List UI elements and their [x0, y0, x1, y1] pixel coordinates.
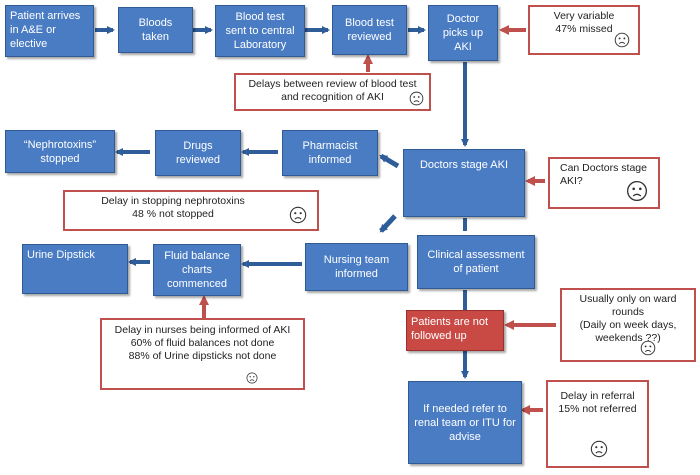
doctors-stage-box: Doctors stage AKI — [403, 149, 525, 217]
nephrotoxins-stopped-box: “Nephrotoxins” stopped — [5, 130, 115, 173]
blood-test-reviewed-box: Blood test reviewed — [332, 5, 407, 55]
patients-not-followed-label: Patients are not followed up — [411, 316, 489, 342]
patients-not-followed-box: Patients are not followed up — [406, 310, 504, 351]
refer-renal-box: If needed refer to renal team or ITU for… — [408, 381, 522, 464]
delay-nephrotoxins-text: Delay in stopping nephrotoxins 48 % not … — [101, 195, 245, 220]
clinical-assessment-box: Clinical assessment of patient — [417, 235, 535, 289]
sad-face-icon — [409, 91, 424, 106]
bloods-taken-label: Bloods taken — [138, 17, 173, 43]
drugs-reviewed-label: Drugs reviewed — [175, 140, 221, 166]
urine-dipstick-box: Urine Dipstick — [22, 244, 128, 294]
nursing-team-label: Nursing team informed — [323, 254, 390, 280]
patient-arrives-label: Patient arrives in A&E or elective — [10, 10, 81, 50]
can-doctors-stage-text: Can Doctors stage AKI? — [560, 162, 647, 187]
delay-nurses-note: Delay in nurses being informed of AKI 60… — [100, 318, 305, 390]
arrow-stage-to-nursing — [379, 214, 397, 233]
delay-referral-text: Delay in referral 15% not referred — [558, 390, 637, 415]
clinical-assessment-label: Clinical assessment of patient — [427, 249, 525, 275]
delays-review-text: Delays between review of blood test and … — [248, 78, 417, 103]
very-variable-note: Very variable 47% missed — [528, 5, 640, 55]
nursing-team-box: Nursing team informed — [305, 243, 408, 291]
delays-review-note: Delays between review of blood test and … — [234, 73, 431, 111]
fluid-balance-box: Fluid balance charts commenced — [153, 244, 241, 296]
doctors-stage-label: Doctors stage AKI — [419, 159, 509, 171]
arrow-stage-to-pharmacist — [379, 153, 400, 169]
sad-face-icon — [626, 180, 648, 202]
doctor-picks-up-label: Doctor picks up AKI — [442, 13, 484, 53]
refer-renal-label: If needed refer to renal team or ITU for… — [414, 402, 516, 443]
pharmacist-informed-label: Pharmacist informed — [302, 140, 358, 166]
sad-face-icon — [640, 340, 656, 356]
urine-dipstick-label: Urine Dipstick — [27, 249, 95, 261]
sad-face-icon — [590, 440, 608, 458]
blood-test-sent-label: Blood test sent to central Laboratory — [225, 11, 295, 51]
bloods-taken-box: Bloods taken — [118, 7, 193, 53]
sad-face-icon — [614, 32, 630, 48]
sad-face-icon — [289, 206, 307, 224]
delay-referral-note: Delay in referral 15% not referred — [546, 380, 649, 468]
can-doctors-stage-note: Can Doctors stage AKI? — [548, 157, 660, 209]
delay-nephrotoxins-note: Delay in stopping nephrotoxins 48 % not … — [63, 190, 319, 231]
ward-rounds-text: Usually only on ward rounds (Daily on we… — [579, 293, 677, 344]
fluid-balance-label: Fluid balance charts commenced — [164, 250, 230, 290]
drugs-reviewed-box: Drugs reviewed — [155, 130, 241, 176]
ward-rounds-note: Usually only on ward rounds (Daily on we… — [560, 288, 696, 362]
very-variable-text: Very variable 47% missed — [553, 10, 615, 35]
delay-nurses-text: Delay in nurses being informed of AKI 60… — [114, 324, 291, 362]
sad-face-icon — [246, 372, 258, 384]
nephrotoxins-stopped-label: “Nephrotoxins” stopped — [23, 138, 97, 165]
pharmacist-informed-box: Pharmacist informed — [282, 130, 378, 176]
blood-test-sent-box: Blood test sent to central Laboratory — [215, 5, 305, 57]
doctor-picks-up-box: Doctor picks up AKI — [428, 5, 498, 61]
blood-test-reviewed-label: Blood test reviewed — [345, 17, 394, 43]
patient-arrives-box: Patient arrives in A&E or elective — [5, 5, 94, 57]
